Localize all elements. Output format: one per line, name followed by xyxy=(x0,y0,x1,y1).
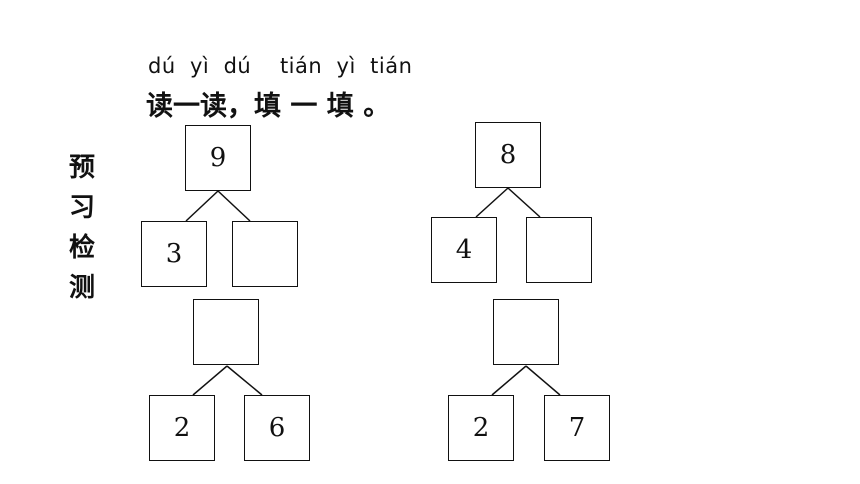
number-box-left[interactable]: 4 xyxy=(431,217,497,283)
number-box-left[interactable]: 3 xyxy=(141,221,207,287)
number-box-left[interactable]: 2 xyxy=(448,395,514,461)
number-box-top[interactable]: 8 xyxy=(475,122,541,188)
section-label-char: 检 xyxy=(68,233,95,263)
number-box-left[interactable]: 2 xyxy=(149,395,215,461)
instruction-title: 读一读，填 一 填 。 xyxy=(146,91,391,122)
number-box-top[interactable] xyxy=(493,299,559,365)
connector-line xyxy=(507,187,541,218)
section-label: 预 习 检 测 xyxy=(62,148,102,308)
section-label-char: 测 xyxy=(68,273,95,303)
section-label-char: 习 xyxy=(68,193,95,223)
connector-line xyxy=(475,187,509,218)
pinyin-line: dú yì dú tián yì tián xyxy=(148,54,413,78)
number-box-right[interactable] xyxy=(526,217,592,283)
section-label-char: 预 xyxy=(68,153,95,183)
connector-line xyxy=(226,365,263,396)
number-box-top[interactable] xyxy=(193,299,259,365)
number-box-right[interactable] xyxy=(232,221,298,287)
connector-line xyxy=(525,365,561,396)
number-box-right[interactable]: 7 xyxy=(544,395,610,461)
connector-line xyxy=(185,190,219,222)
connector-line xyxy=(491,365,527,396)
connector-line xyxy=(217,190,251,222)
connector-line xyxy=(192,365,228,396)
number-box-top[interactable]: 9 xyxy=(185,125,251,191)
number-box-right[interactable]: 6 xyxy=(244,395,310,461)
